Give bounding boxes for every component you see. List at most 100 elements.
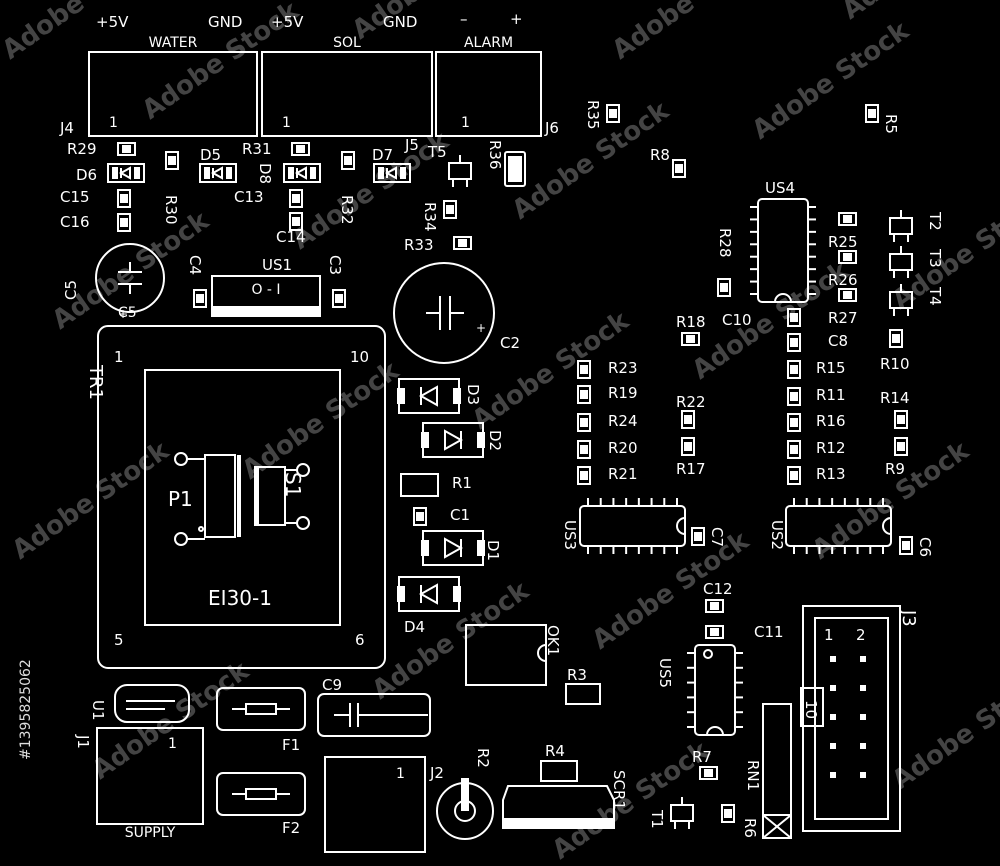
transistor-t2: [889, 217, 913, 235]
capacitor-c9: [317, 693, 431, 737]
winding-primary: [237, 455, 241, 537]
smd-pad: [168, 156, 176, 165]
connector-j2: [324, 756, 426, 853]
diode-d8: [283, 163, 321, 183]
smd-pad: [724, 809, 732, 818]
smd-pad: [446, 205, 454, 214]
ic-us2: [882, 517, 892, 535]
smd-pad: [577, 385, 591, 404]
smd-pad: [699, 766, 718, 780]
smd-pad: [675, 164, 683, 173]
smd-pad: [787, 308, 801, 327]
diode-d5: [210, 166, 223, 180]
component-ref: R7: [692, 748, 712, 766]
smd-pad: [686, 335, 695, 343]
smd-pad: [838, 212, 857, 226]
header-j3: [802, 605, 901, 832]
component-ref: OK1: [544, 625, 562, 656]
smd-pad: [117, 189, 131, 208]
component-ref: R22: [676, 393, 706, 411]
transformer-pad: [296, 516, 310, 530]
component-ref: D1: [484, 540, 502, 561]
polarity-mark: +: [118, 307, 128, 321]
diode-d1: [422, 530, 484, 566]
smd-pad: [193, 289, 207, 308]
component-ref: RN1: [744, 760, 762, 791]
component-ref: R21: [608, 465, 638, 483]
connector-title: WATER: [149, 35, 198, 51]
component-ref: R27: [828, 309, 858, 327]
smd-pad: [710, 628, 719, 636]
capacitor-c5: [95, 243, 165, 313]
header-pin: [830, 656, 836, 662]
transformer-pad: [174, 532, 188, 546]
switch-us1: [212, 306, 320, 316]
polarity-dot: [198, 526, 204, 532]
pin-number: 2: [856, 626, 866, 644]
component-ref: R32: [338, 195, 356, 225]
resistor-r36: [508, 156, 522, 182]
watermark-text: Adobe Stock: [837, 0, 1000, 26]
component-ref: J4: [59, 119, 74, 137]
connector-pin-label: +5V: [271, 13, 304, 31]
component-ref: R35: [584, 100, 602, 130]
smd-pad: [704, 769, 713, 777]
terminal-block-j5: [261, 51, 433, 137]
smd-pad: [577, 466, 591, 485]
connector-title: ALARM: [464, 35, 513, 51]
transformer-pad: [174, 452, 188, 466]
ic-us5: [703, 649, 713, 659]
component-ref: C16: [60, 213, 90, 231]
smd-pad: [694, 532, 702, 541]
component-ref: R8: [650, 146, 670, 164]
smd-pad: [577, 413, 591, 432]
component-ref: R29: [67, 140, 97, 158]
component-ref: C14: [276, 228, 306, 246]
header-pin: [860, 714, 866, 720]
component-ref: C7: [708, 527, 726, 547]
component-ref: C4: [186, 255, 204, 275]
smd-pad: [117, 142, 136, 156]
component-ref: R5: [882, 114, 900, 134]
connector-pin-label: –: [460, 10, 468, 28]
connector-pin-label: +5V: [96, 13, 129, 31]
smd-pad: [443, 200, 457, 219]
pin-number: 1: [396, 766, 405, 782]
diode-d1: [421, 540, 429, 556]
diode-d6: [134, 167, 140, 179]
optocoupler-ok1: [465, 624, 547, 686]
watermark-text: Adobe Stock: [87, 655, 255, 785]
diode-d5: [226, 167, 232, 179]
component-ref: R10: [880, 355, 910, 373]
smd-pad: [838, 250, 857, 264]
ic-us5: [694, 644, 736, 736]
diode-d5: [204, 167, 210, 179]
winding-secondary: [255, 467, 259, 525]
component-ref: U1: [89, 700, 107, 721]
diode-d3: [397, 388, 405, 404]
component-ref: R11: [816, 386, 846, 404]
pin-number: 10: [802, 700, 820, 719]
smd-pad: [720, 283, 728, 292]
transformer-model: EI30-1: [208, 586, 272, 610]
diode-d3: [418, 385, 438, 407]
smd-pad: [196, 294, 204, 303]
diode-d6: [107, 163, 145, 183]
component-ref: T1: [648, 809, 666, 829]
smd-pad: [681, 437, 695, 456]
component-ref: US1: [262, 256, 292, 274]
smd-pad: [787, 333, 801, 352]
smd-pad: [684, 442, 692, 451]
resistor-r36: [504, 151, 526, 187]
component-ref: C11: [754, 623, 784, 641]
smd-pad: [580, 445, 588, 454]
diode-d8: [288, 167, 294, 179]
connector-title: SOL: [333, 35, 361, 51]
component-ref: C1: [450, 506, 470, 524]
transformer-pin: 6: [355, 631, 365, 649]
connector-pin-label: GND: [208, 13, 242, 31]
component-ref: J5: [404, 136, 419, 154]
component-ref: US2: [768, 520, 786, 550]
component-ref: F2: [282, 819, 300, 837]
terminal-block-j1: [96, 727, 204, 825]
